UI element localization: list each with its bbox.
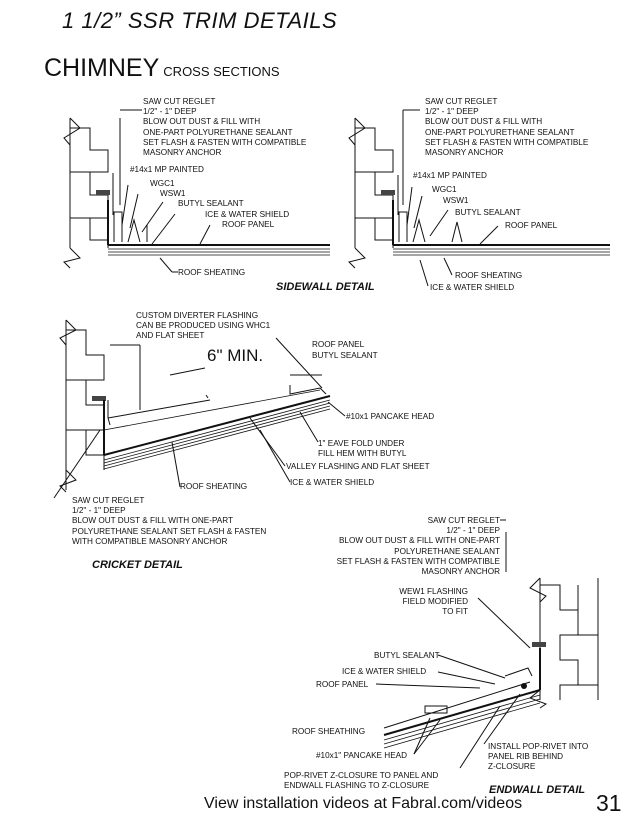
endwall-rivet-note: INSTALL POP-RIVET INTO PANEL RIB BEHIND … [488, 742, 588, 773]
endwall-sheathing-label: ROOF SHEATHING [292, 727, 366, 736]
note-line: FIELD MODIFIED [402, 597, 468, 607]
note-line: TO FIT [442, 607, 468, 617]
note-line: 1/2" - 1" DEEP [446, 526, 500, 536]
endwall-wew-note: WEW1 FLASHING FIELD MODIFIED TO FIT [399, 587, 468, 618]
cricket-min-dimension: 6" MIN. [207, 346, 264, 365]
sidewall-right-wsw1-label: WSW1 [443, 196, 469, 205]
sidewall-right-panel-label: ROOF PANEL [505, 221, 558, 230]
cricket-valley-label: VALLEY FLASHING AND FLAT SHEET [286, 462, 430, 471]
sidewall-left-panel-label: ROOF PANEL [222, 220, 275, 229]
page-number: 31 [596, 790, 622, 816]
note-line: SAW CUT REGLET [427, 516, 500, 525]
note-line: SET FLASH & FASTEN WITH COMPATIBLE [336, 556, 500, 566]
note-line: BLOW OUT DUST & FILL WITH [425, 117, 543, 127]
section-subtitle: CROSS SECTIONS [163, 64, 280, 79]
sidewall-right-sheathing-label: ROOF SHEATING [455, 271, 523, 280]
note-line: WEW1 FLASHING [399, 587, 468, 596]
note-line: SAW CUT REGLET [143, 97, 216, 106]
note-line: SET FLASH & FASTEN WITH COMPATIBLE [425, 137, 589, 147]
note-line: MASONRY ANCHOR [421, 567, 500, 577]
note-line: ENDWALL FLASHING TO Z-CLOSURE [284, 781, 430, 791]
cricket-reglet-note: SAW CUT REGLET 1/2" - 1" DEEP BLOW OUT D… [72, 496, 266, 547]
sidewall-left-reglet-note: SAW CUT REGLET 1/2" - 1" DEEP BLOW OUT D… [143, 97, 306, 158]
endwall-zclosure-note: POP-RIVET Z-CLOSURE TO PANEL AND ENDWALL… [284, 771, 438, 791]
note-line: BLOW OUT DUST & FILL WITH ONE-PART [72, 516, 234, 526]
note-line: POP-RIVET Z-CLOSURE TO PANEL AND [284, 771, 439, 780]
note-line: CAN BE PRODUCED USING WHC1 [136, 321, 271, 331]
note-line: Z-CLOSURE [488, 762, 536, 772]
sidewall-detail-title: SIDEWALL DETAIL [276, 281, 375, 293]
sidewall-right-butyl-label: BUTYL SEALANT [455, 208, 521, 217]
note-line: SAW CUT REGLET [72, 496, 145, 505]
cricket-diverter-note: CUSTOM DIVERTER FLASHING CAN BE PRODUCED… [136, 311, 270, 342]
sidewall-right-wgc1-label: WGC1 [432, 185, 457, 194]
note-line: 1" EAVE FOLD UNDER [318, 439, 405, 448]
endwall-pancake-label: #10x1" PANCAKE HEAD [316, 751, 408, 760]
note-line: PANEL RIB BEHIND [488, 752, 564, 762]
endwall-detail-title: ENDWALL DETAIL [489, 784, 586, 796]
sidewall-right-drawing [348, 109, 610, 287]
sidewall-left-wgc1-label: WGC1 [150, 179, 175, 188]
note-line: POLYURETHANE SEALANT [394, 546, 500, 556]
sidewall-left-screw-label: #14x1 MP PAINTED [130, 165, 204, 174]
sidewall-left-butyl-label: BUTYL SEALANT [178, 199, 244, 208]
note-line: SAW CUT REGLET [425, 97, 498, 106]
endwall-ice-label: ICE & WATER SHIELD [342, 667, 427, 676]
note-line: BLOW OUT DUST & FILL WITH [143, 117, 261, 127]
endwall-drawing [375, 519, 599, 769]
section-name: CHIMNEY [44, 54, 160, 82]
sidewall-right-ice-label: ICE & WATER SHIELD [430, 283, 515, 292]
note-line: ONE-PART POLYURETHANE SEALANT [425, 127, 575, 137]
endwall-butyl-label: BUTYL SEALANT [374, 651, 440, 660]
sidewall-left-wsw1-label: WSW1 [160, 189, 186, 198]
cricket-pancake-label: #10x1 PANCAKE HEAD [346, 412, 435, 421]
page-title: 1 1/2” SSR TRIM DETAILS [62, 8, 338, 33]
cricket-eave-note: 1" EAVE FOLD UNDER FILL HEM WITH BUTYL [318, 439, 406, 459]
note-line: FILL HEM WITH BUTYL [318, 449, 407, 459]
note-line: CUSTOM DIVERTER FLASHING [136, 311, 259, 320]
sidewall-left-sheathing-label: ROOF SHEATING [178, 268, 246, 277]
sidewall-right-reglet-note: SAW CUT REGLET 1/2" - 1" DEEP BLOW OUT D… [425, 97, 588, 158]
note-line: AND FLAT SHEET [136, 331, 205, 341]
cricket-panel-label: ROOF PANEL [312, 340, 365, 349]
cricket-detail-title: CRICKET DETAIL [92, 559, 183, 571]
sidewall-left-ice-label: ICE & WATER SHIELD [205, 210, 290, 219]
note-line: INSTALL POP-RIVET INTO [488, 742, 589, 751]
note-line: MASONRY ANCHOR [425, 148, 504, 158]
note-line: MASONRY ANCHOR [143, 148, 222, 158]
sidewall-left-drawing [63, 109, 330, 273]
note-line: 1/2" - 1" DEEP [72, 506, 126, 516]
note-line: ONE-PART POLYURETHANE SEALANT [143, 127, 293, 137]
note-line: SET FLASH & FASTEN WITH COMPATIBLE [143, 137, 307, 147]
cricket-drawing [53, 319, 346, 499]
note-line: POLYURETHANE SEALANT SET FLASH & FASTEN [72, 526, 267, 536]
endwall-panel-label: ROOF PANEL [316, 680, 369, 689]
cricket-ice-label: ICE & WATER SHIELD [290, 478, 375, 487]
note-line: BLOW OUT DUST & FILL WITH ONE-PART [338, 536, 500, 546]
note-line: WITH COMPATIBLE MASONRY ANCHOR [72, 536, 228, 546]
note-line: 1/2" - 1" DEEP [143, 107, 197, 117]
cricket-butyl-label: BUTYL SEALANT [312, 351, 378, 360]
footer-videos-text: View installation videos at Fabral.com/v… [204, 795, 523, 812]
sidewall-right-screw-label: #14x1 MP PAINTED [413, 171, 487, 180]
note-line: 1/2" - 1" DEEP [425, 107, 479, 117]
cricket-sheathing-label: ROOF SHEATING [180, 482, 248, 491]
endwall-reglet-note: SAW CUT REGLET 1/2" - 1" DEEP BLOW OUT D… [337, 516, 500, 577]
